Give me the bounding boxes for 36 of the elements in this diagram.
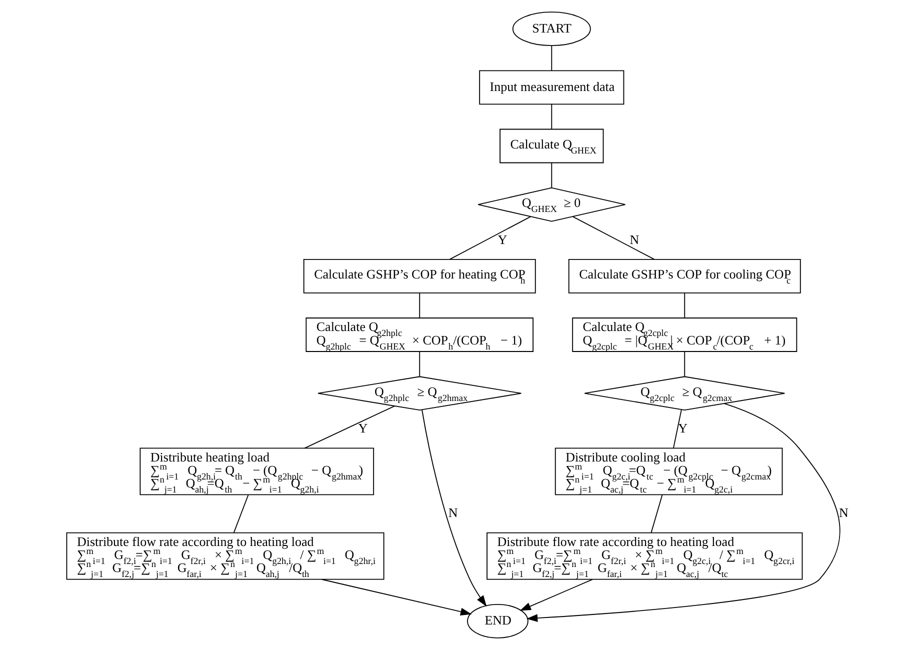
connector: [550, 162, 552, 188]
connector: [572, 216, 654, 260]
connector: [650, 494, 662, 534]
edge-label: Y: [678, 420, 688, 436]
edge-label: Y: [497, 232, 507, 247]
connector: [550, 104, 552, 130]
edge-label: N: [838, 505, 848, 520]
node-diamond: Q$_{g2cplc}$ ≥ Q$_{g2cmax}$: [584, 376, 785, 411]
arrow: [320, 578, 472, 616]
edge-label: N: [448, 505, 458, 520]
connector: [550, 45, 552, 71]
arrow: [421, 409, 486, 607]
node-box: Distribute cooling load ∑$^{m}$$_{i=1}$ Q$_{g2c,i}$=Q$_{tc}$ − (Q$_{g2cplc}$ − Q$_{g2cmax}$) ∑$^{n}$$_{j=1}$ Q$_{ac,j}$=Q$_{tc}$ − ∑$^{m}$$_{i=1}$ Q$_{g2c,i}$: [554, 448, 782, 496]
node-diamond: Q$_{GHEX}$ ≥ 0: [477, 187, 626, 222]
node-box: Calculate Q$_{g2hplc}$ Q$_{g2hplc}$ = Q$_{GHEX}$ × COP$_{h}$/(COP$_{h}$ − 1): [305, 318, 534, 352]
connector: [418, 351, 420, 377]
node-ellipse: END: [466, 604, 528, 638]
arrow: [519, 579, 592, 611]
node-box: Distribute flow rate according to heating load ∑$^{m}$$_{i=1}$ G$_{f2,i}$=∑$^{m}$$_{i=1}$ G$_{f2r,i}$ × ∑$^{m}$$_{i=1}$ Q$_{g2h,i}$ / ∑$^{m}$$_{i=1}$ Q$_{g2hr,i}$ ∑$^{n}$$_{j=1}$ G$_{f2,j}$=∑$^{n}$$_{j=1}$ G$_{far,i}$ × ∑$^{n}$$_{j=1}$ Q$_{ah,j}$ /Q$_{th}$: [66, 532, 384, 580]
connector: [684, 351, 685, 377]
node-box: Distribute flow rate according to heating load ∑$^{m}$$_{i=1}$ G$_{f2,i}$=∑$^{m}$$_{i=1}$ G$_{f2r,i}$ × ∑$^{m}$$_{i=1}$ Q$_{g2c,i}$ / ∑$^{m}$$_{i=1}$ Q$_{g2cr,i}$ ∑$^{n}$$_{j=1}$ G$_{f2,j}$=∑$^{n}$$_{j=1}$ G$_{far,i}$ × ∑$^{n}$$_{j=1}$ Q$_{ac,j}$ /Q$_{tc}$: [486, 532, 802, 580]
connector: [304, 406, 394, 449]
node-box: Input measurement data: [478, 70, 624, 105]
connector: [418, 292, 420, 318]
node-diamond: Q$_{g2hplc}$ ≥ Q$_{g2hmax}$: [317, 376, 522, 411]
node-ellipse: START: [512, 12, 590, 46]
connector: [232, 494, 248, 534]
edge-label: N: [629, 232, 639, 247]
edge-label: Y: [358, 420, 368, 436]
node-box: Calculate Q$_{GHEX}$: [499, 128, 604, 164]
connector: [684, 292, 685, 318]
node-box: Calculate Q$_{g2cplc}$ Q$_{g2cplc}$ = |Q$_{GHEX}$| × COP$_{c}$/(COP$_{c}$ + 1): [572, 318, 797, 352]
connector: [672, 409, 682, 449]
node-box: Distribute heating load ∑$^{m}$$_{i=1}$ Q$_{g2h,i}$= Q$_{th}$ − (Q$_{g2hplc}$ − Q$_{g2hmax}$) ∑$^{n}$$_{j=1}$ Q$_{ah,j}$=Q$_{th}$ − ∑$^{m}$$_{i=1}$ Q$_{g2h,i}$: [139, 448, 374, 496]
arrow: [526, 403, 840, 622]
connector: [448, 216, 531, 260]
